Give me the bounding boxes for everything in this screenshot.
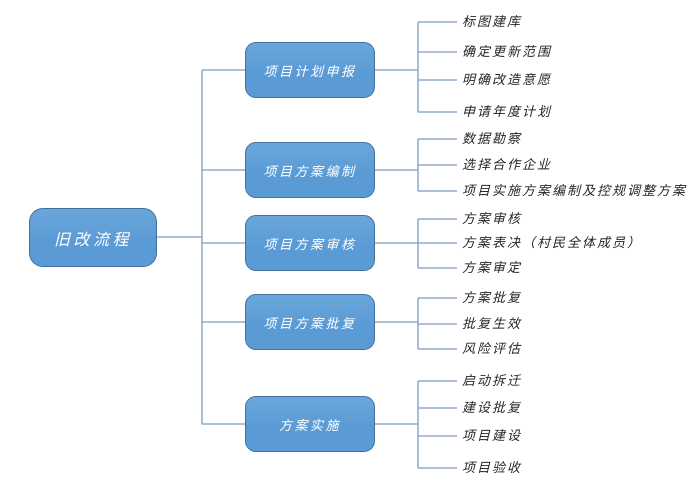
branch-node: 项目方案编制	[245, 142, 375, 198]
leaf-label: 方案批复	[462, 290, 523, 305]
branch-node-label: 方案实施	[278, 417, 341, 433]
branch-node: 项目方案批复	[245, 294, 375, 350]
leaf-label: 方案表决（村民全体成员）	[462, 235, 643, 250]
leaf-label: 项目建设	[462, 428, 523, 443]
branch-node-label: 项目计划申报	[263, 63, 357, 79]
branch-node: 项目方案审核	[245, 215, 375, 271]
leaf-label: 项目验收	[462, 460, 523, 475]
leaf-label: 选择合作企业	[462, 157, 553, 172]
leaf-label: 标图建库	[462, 14, 523, 29]
leaf-label: 启动拆迁	[462, 373, 523, 388]
root-node-label: 旧改流程	[53, 231, 132, 249]
branch-node-label: 项目方案批复	[263, 315, 357, 331]
branch-node: 方案实施	[245, 396, 375, 452]
leaf-label: 申请年度计划	[462, 104, 553, 119]
leaf-label: 方案审核	[462, 211, 523, 226]
branch-node: 项目计划申报	[245, 42, 375, 98]
leaf-label: 建设批复	[462, 400, 523, 415]
root-node: 旧改流程	[29, 208, 157, 267]
leaf-label: 方案审定	[462, 260, 523, 275]
leaf-label: 确定更新范围	[462, 44, 553, 59]
branch-node-label: 项目方案编制	[263, 163, 357, 179]
leaf-label: 项目实施方案编制及控规调整方案	[462, 183, 688, 198]
branch-node-label: 项目方案审核	[263, 236, 357, 252]
leaf-label: 风险评估	[462, 341, 523, 356]
leaf-label: 明确改造意愿	[462, 72, 553, 87]
leaf-label: 批复生效	[462, 316, 523, 331]
leaf-label: 数据勘察	[462, 131, 523, 146]
